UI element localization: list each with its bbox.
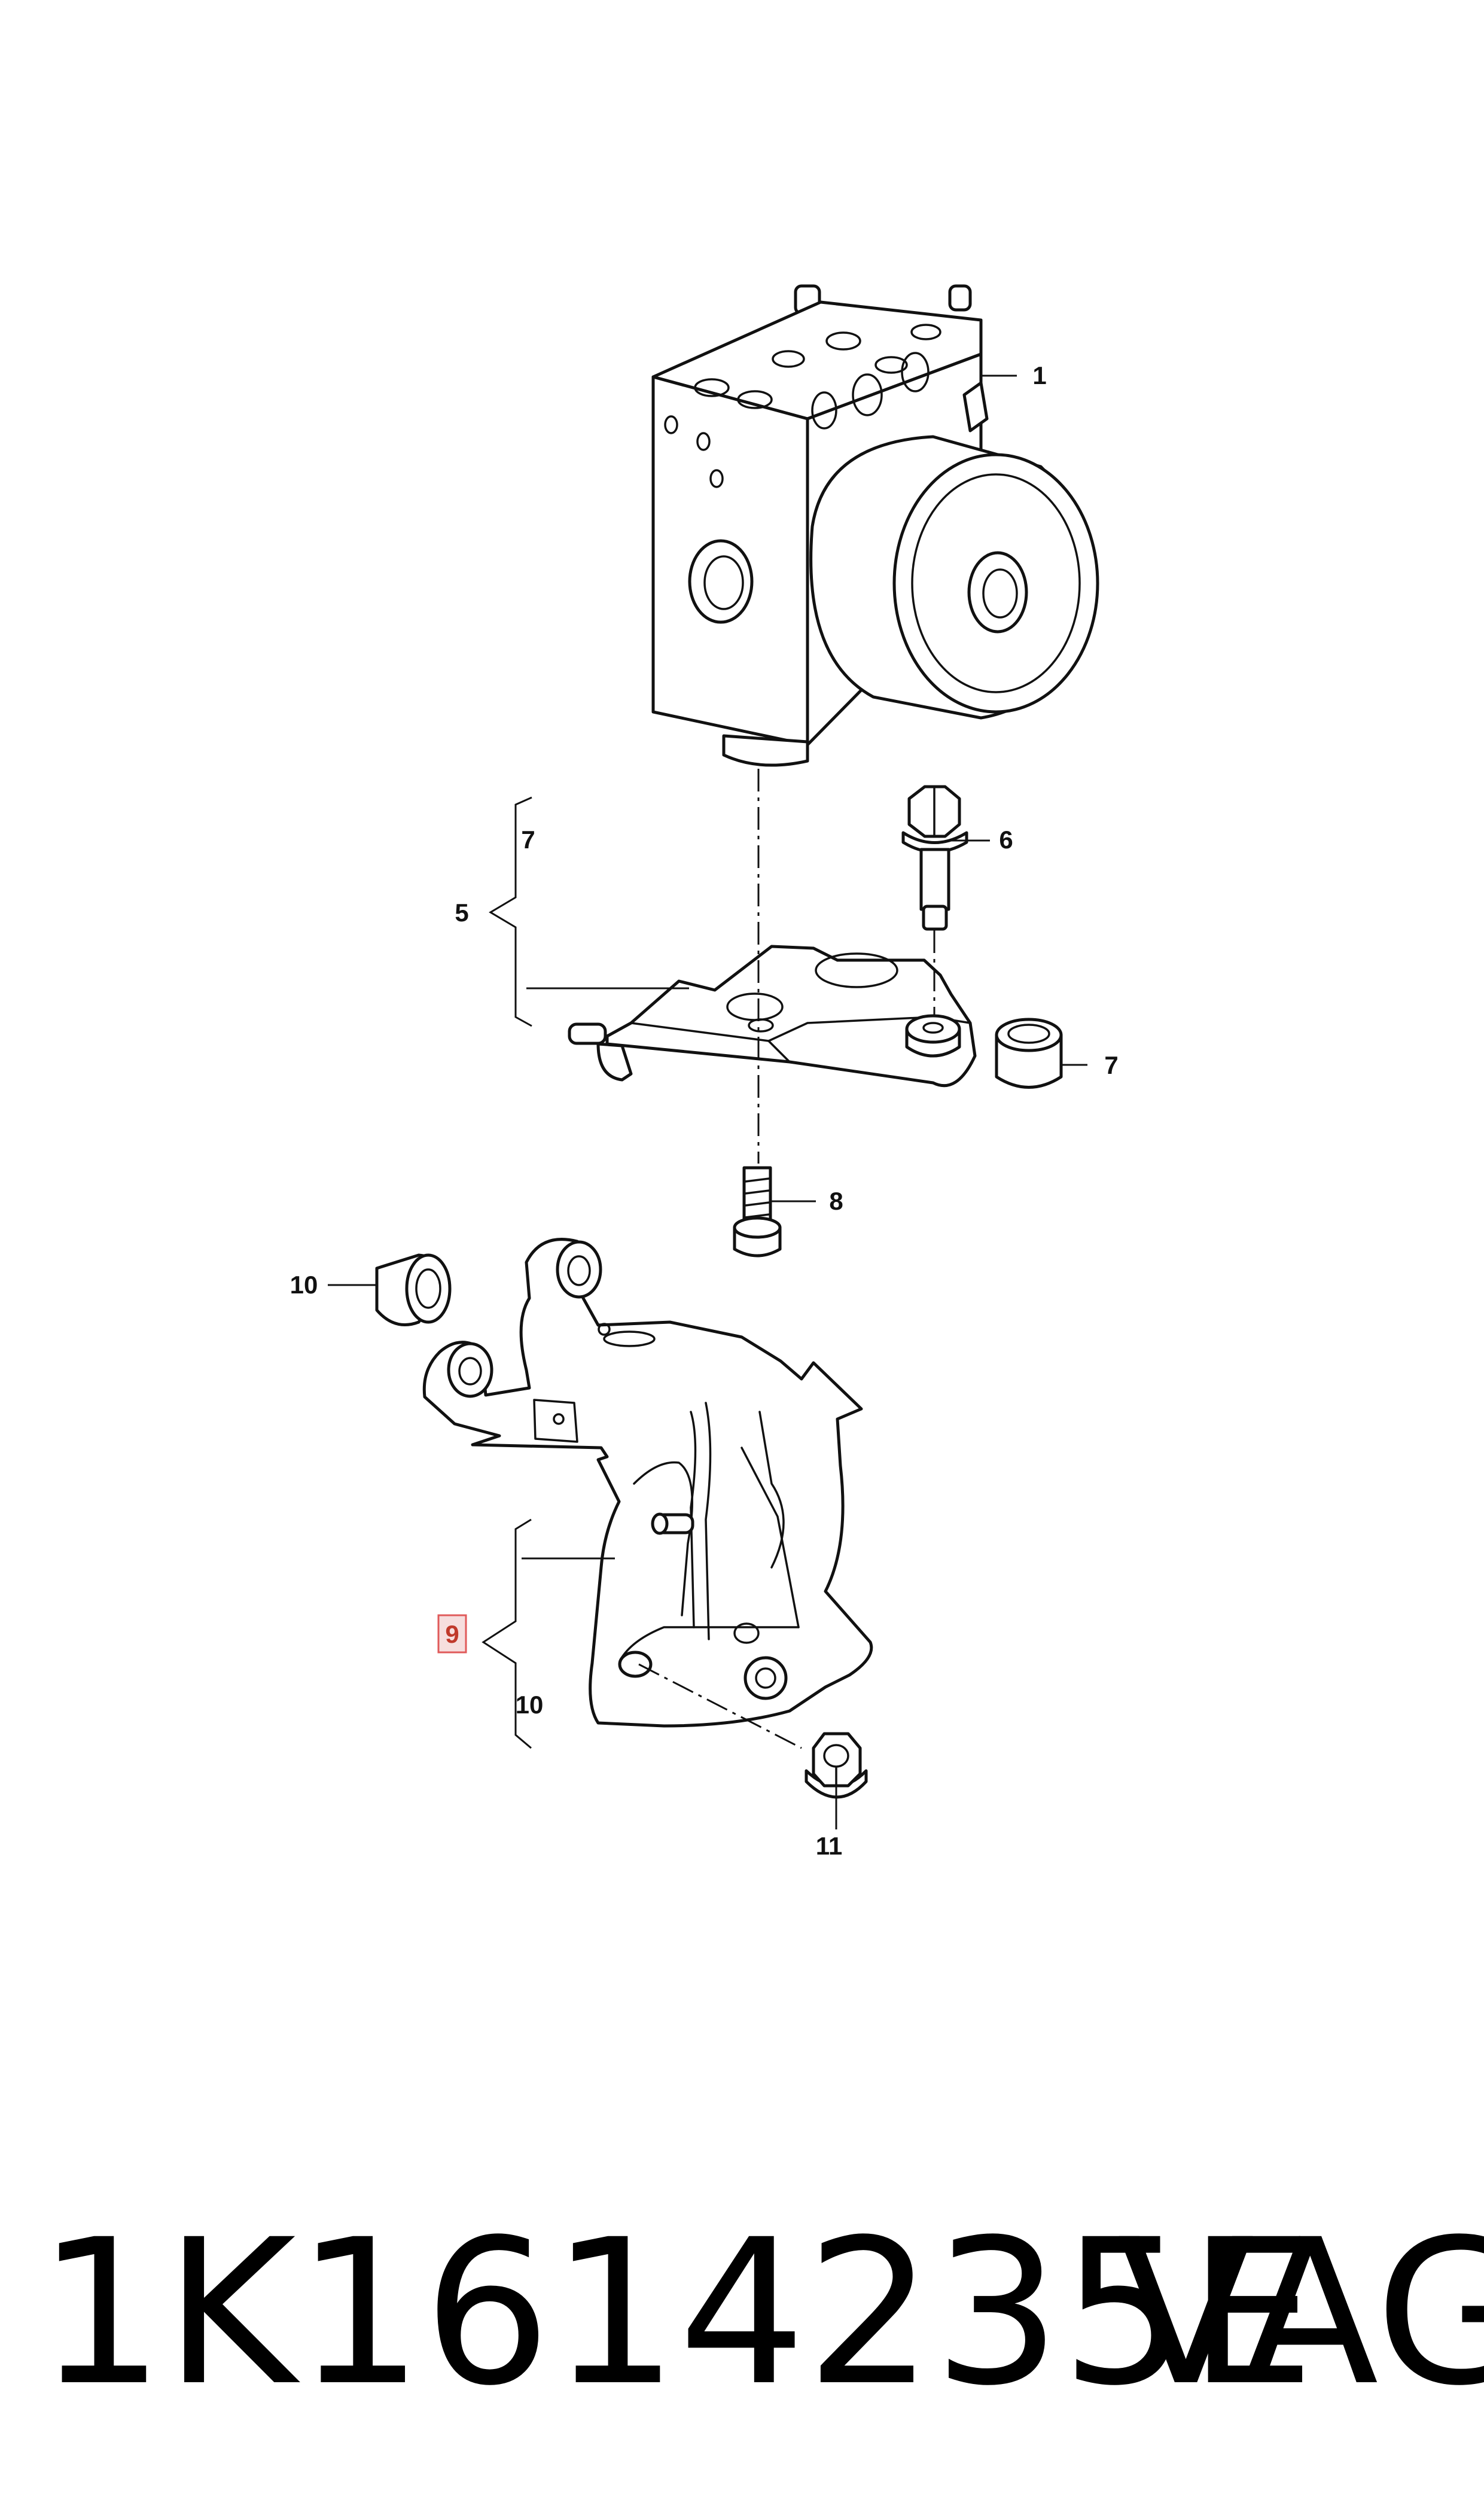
rubber-bush[interactable]: [995, 1018, 1063, 1089]
assembly-axis-lines: [638, 769, 936, 1749]
socket-screw[interactable]: [733, 1166, 782, 1258]
upper-bracket[interactable]: [568, 945, 977, 1088]
callout-9-highlight: [437, 1614, 467, 1654]
rubber-bush-left[interactable]: [375, 1253, 452, 1326]
lower-bracket[interactable]: [422, 1238, 873, 1728]
callout-labels: 1 7 6 5 7 8 10 9 10 11: [290, 361, 1119, 1860]
callout-leaders: [328, 374, 1087, 1829]
callout-7-top: 7: [521, 826, 535, 854]
brand-name: VAG: [1117, 2197, 1484, 2430]
callout-6: 6: [999, 826, 1013, 854]
callout-10-bottom: 10: [516, 1691, 544, 1719]
callout-10-left: 10: [290, 1271, 318, 1299]
callout-9: 9: [445, 1620, 459, 1648]
callout-8: 8: [829, 1187, 843, 1215]
abs-hydraulic-unit[interactable]: [651, 284, 1099, 767]
callout-7-right: 7: [1104, 1051, 1118, 1079]
flange-nut[interactable]: [805, 1732, 868, 1799]
callout-11: 11: [816, 1832, 842, 1860]
callout-1: 1: [1032, 361, 1046, 389]
part-number: 1K1614235E: [37, 2197, 1315, 2430]
flange-bolt[interactable]: [901, 785, 968, 931]
callout-5: 5: [455, 899, 468, 927]
